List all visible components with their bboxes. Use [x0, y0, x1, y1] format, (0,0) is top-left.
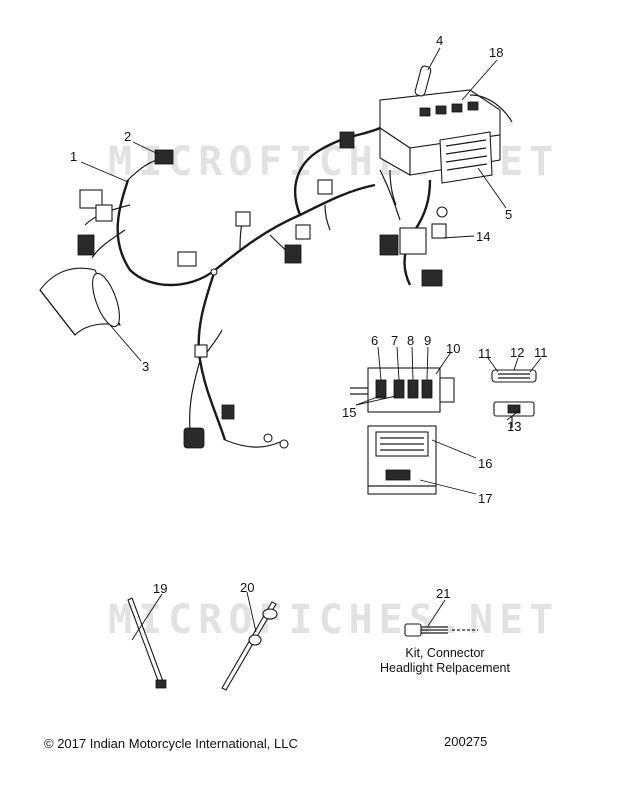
callout-1: 1 — [70, 149, 77, 164]
callout-3: 3 — [142, 359, 149, 374]
callout-11-right: 11 — [534, 345, 548, 360]
kit-label-line-1: Kit, Connector — [405, 646, 485, 660]
kit-label: Kit, Connector Headlight Relpacement — [355, 646, 535, 676]
cable-tie-mount — [221, 601, 278, 691]
callout-15: 15 — [342, 405, 356, 420]
connector-2 — [154, 149, 174, 165]
leader-lines — [80, 47, 542, 641]
copyright-text: © 2017 Indian Motorcycle International, … — [44, 736, 298, 751]
callout-4: 4 — [436, 33, 443, 48]
callout-5: 5 — [505, 207, 512, 222]
cover-label — [385, 469, 411, 481]
callout-13: 13 — [507, 419, 521, 434]
callout-9: 9 — [424, 333, 431, 348]
fuse-box-assembly — [379, 65, 513, 206]
callout-8: 8 — [407, 333, 414, 348]
fuse-7 — [393, 379, 405, 399]
callout-20: 20 — [240, 580, 254, 595]
callout-18: 18 — [489, 45, 503, 60]
callout-7: 7 — [391, 333, 398, 348]
headlight-connector-kit — [404, 623, 478, 637]
fuse-8 — [407, 379, 419, 399]
fuse-box-cover — [367, 425, 437, 495]
kit-label-line-2: Headlight Relpacement — [380, 661, 510, 675]
diagram-id: 200275 — [444, 734, 488, 749]
callout-12: 12 — [510, 345, 524, 360]
ecu-module — [439, 131, 493, 184]
callout-14: 14 — [476, 229, 490, 244]
fuse-9 — [421, 379, 433, 399]
connector-4 — [414, 65, 432, 97]
fuse-6 — [375, 379, 387, 399]
harness-sleeve — [39, 267, 121, 336]
connector-detail — [491, 369, 537, 428]
callout-19: 19 — [153, 581, 167, 596]
fuse-block-detail — [350, 367, 455, 413]
relay-sub-harness — [379, 179, 448, 287]
callout-17: 17 — [478, 491, 492, 506]
watermark-bottom: MICROFICHES.NET — [108, 597, 559, 643]
callout-numbers: 1 2 3 4 5 6 7 8 9 10 11 12 11 13 14 15 1… — [70, 33, 548, 601]
connector-12 — [491, 369, 537, 383]
callout-6: 6 — [371, 333, 378, 348]
callout-21: 21 — [436, 586, 450, 601]
callout-10: 10 — [446, 341, 460, 356]
callout-11-left: 11 — [478, 346, 492, 361]
callout-16: 16 — [478, 456, 492, 471]
main-wiring-harness — [77, 126, 401, 449]
cable-tie — [127, 597, 167, 689]
callout-2: 2 — [124, 129, 131, 144]
